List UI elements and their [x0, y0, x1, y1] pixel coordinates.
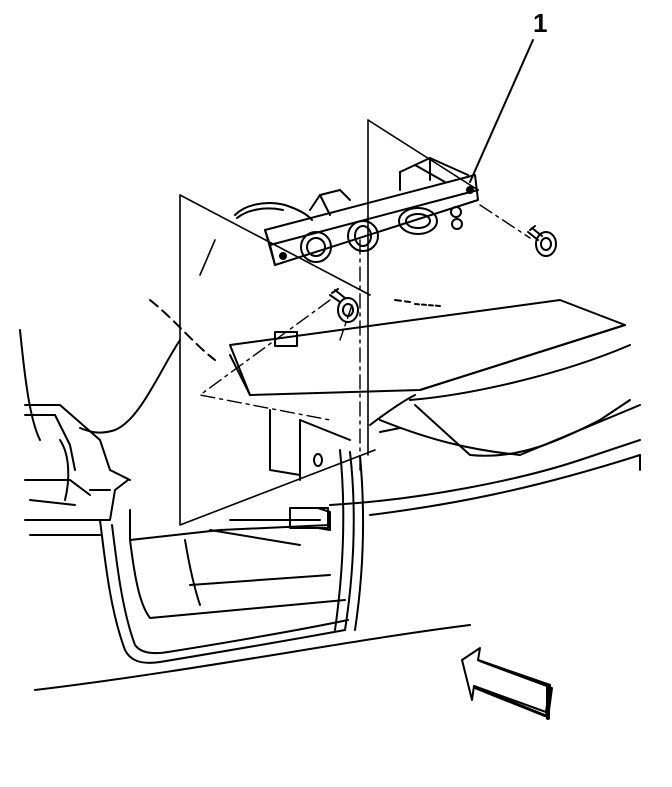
- screw-right: [528, 226, 556, 256]
- view-direction-arrow: [462, 648, 552, 718]
- left-dash-structure: [25, 405, 130, 535]
- screw-left: [330, 289, 358, 322]
- button-upper: [451, 207, 461, 217]
- control-knob-left: [301, 232, 331, 262]
- instrument-panel-outline: [20, 300, 640, 690]
- cavity-side-rails: [270, 395, 415, 630]
- connector-block: [290, 508, 328, 528]
- control-knob-center: [348, 221, 378, 251]
- callout-leader-line: [470, 40, 533, 182]
- dash-cavity-opening: [100, 508, 348, 663]
- hvac-control-assembly: [265, 158, 478, 265]
- wiring-harness: [80, 203, 312, 433]
- button-lower: [452, 219, 462, 229]
- control-knob-right: [399, 208, 437, 234]
- exploded-view-planes: [180, 120, 478, 525]
- callout-1-label: 1: [533, 8, 548, 38]
